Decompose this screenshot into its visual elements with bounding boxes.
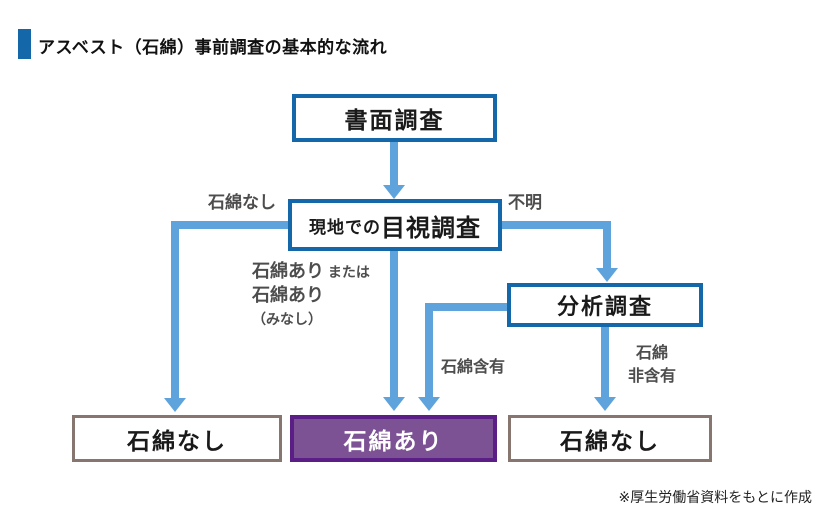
arrowhead-analysis-to-right: [594, 397, 616, 411]
node-document-survey-label: 書面調査: [344, 107, 445, 133]
result-center-label: 石綿あり: [343, 427, 444, 454]
connector-visual-to-center-line: [390, 251, 398, 398]
title-accent-bar: [18, 29, 31, 59]
result-right-label: 石綿なし: [560, 427, 660, 454]
arrowhead-visual-to-center: [383, 397, 405, 411]
result-box-asbestos-present: 石綿あり: [290, 415, 497, 462]
connector-analysis-left-horizontal: [425, 303, 507, 311]
result-box-no-asbestos-left: 石綿なし: [72, 415, 282, 462]
arrowhead-doc-to-visual: [383, 185, 405, 199]
connector-doc-to-visual-line: [390, 142, 398, 188]
result-left-label: 石綿なし: [127, 427, 227, 454]
arrowhead-left-result: [164, 398, 186, 412]
branch-label-asbestos-found: 石綿あり または 石綿あり（みなし）: [252, 260, 392, 331]
node-analysis-survey: 分析調査: [507, 283, 703, 327]
branch-label-unknown: 不明: [508, 193, 542, 212]
source-note: ※厚生労働省資料をもとに作成: [618, 489, 812, 505]
node-site-visual-main: 目視調査: [381, 214, 481, 242]
node-site-visual-survey: 現地での目視調査: [288, 199, 502, 251]
node-analysis-survey-label: 分析調査: [556, 294, 653, 319]
connector-right-vertical: [603, 221, 611, 269]
connector-right-horizontal: [502, 221, 611, 229]
arrowhead-analysis-to-center: [418, 397, 440, 411]
branch-label-asbestos-found-line2: 石綿あり（みなし）: [252, 285, 324, 327]
arrowhead-to-analysis: [596, 268, 618, 282]
branch-label-no-asbestos: 石綿なし: [208, 193, 276, 212]
branch-label-contains: 石綿含有: [441, 359, 506, 376]
connector-analysis-down-line: [601, 327, 609, 398]
page-title: アスベスト（石綿）事前調査の基本的な流れ: [38, 38, 388, 57]
node-site-visual-prefix: 現地での: [309, 217, 381, 237]
node-document-survey: 書面調査: [292, 94, 497, 142]
result-box-no-asbestos-right: 石綿なし: [508, 415, 712, 462]
connector-analysis-left-vertical: [425, 303, 433, 398]
branch-label-asbestos-found-line1: 石綿あり または: [252, 261, 370, 281]
branch-label-not-contains: 石綿 非含有: [627, 345, 676, 385]
connector-left-horizontal: [171, 221, 288, 229]
connector-left-vertical: [171, 221, 179, 399]
